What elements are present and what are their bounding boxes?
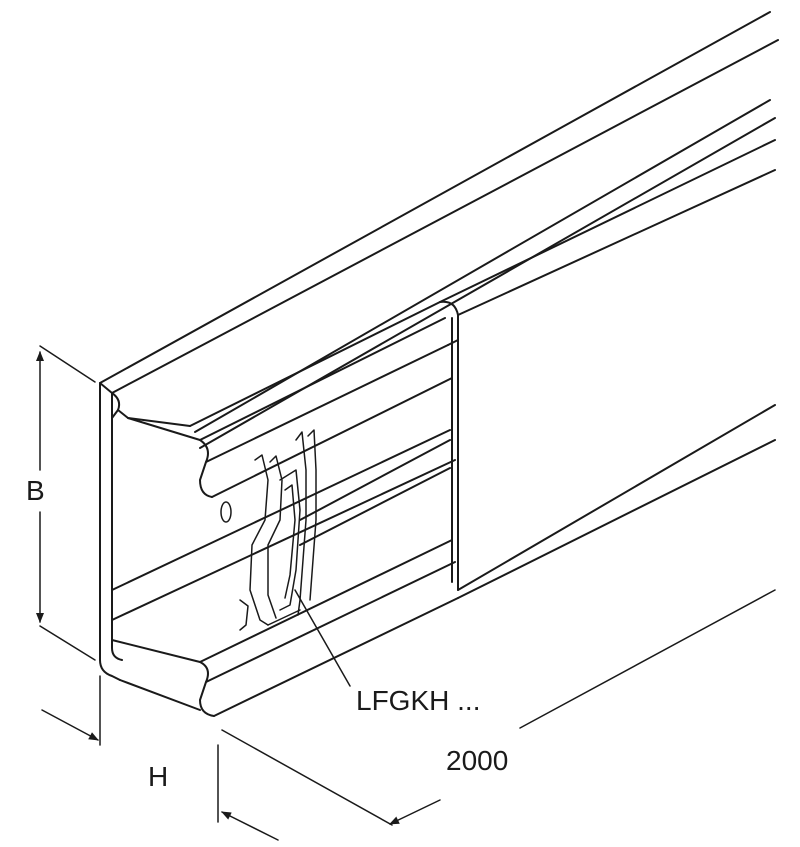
upper-lip (127, 99, 776, 498)
dimension-b (36, 345, 96, 661)
clip-lfgkh (220, 429, 317, 631)
width-label: B (26, 475, 45, 506)
dimension-h (41, 675, 279, 841)
length-label: 2000 (446, 745, 508, 776)
part-label: LFGKH ... (356, 685, 480, 716)
lower-lip (111, 439, 776, 717)
duct-outline (99, 11, 779, 681)
part-leader-line (294, 589, 351, 687)
dimension-2000 (221, 589, 776, 826)
middle-rails (111, 429, 456, 621)
cover-panel (439, 169, 776, 591)
height-label: H (148, 761, 168, 792)
